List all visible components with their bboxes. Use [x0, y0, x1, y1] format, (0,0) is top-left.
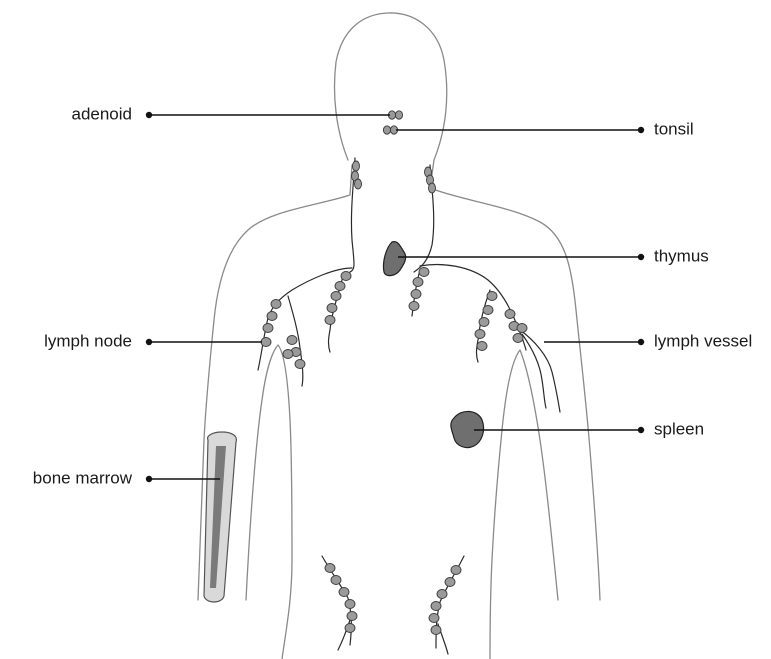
label-bone-marrow: bone marrow: [33, 468, 133, 487]
bone-marrow: [204, 432, 236, 602]
head-outline: [335, 13, 447, 188]
right-shoulder-outline: [430, 188, 600, 600]
lymph-vessels: [258, 158, 560, 654]
callout-lymph-node: lymph node: [44, 331, 262, 350]
left-arm-inner: [246, 345, 292, 659]
label-thymus: thymus: [654, 246, 709, 265]
callout-lymph-vessel: lymph vessel: [544, 331, 752, 350]
right-arm-inner: [490, 350, 558, 659]
callout-tonsil: tonsil: [396, 119, 694, 138]
label-adenoid: adenoid: [71, 104, 132, 123]
callout-thymus: thymus: [398, 246, 709, 265]
thymus-organ: [383, 242, 405, 276]
lymph-nodes: [261, 161, 527, 635]
callout-adenoid: adenoid: [71, 104, 390, 123]
label-lymph-node: lymph node: [44, 331, 132, 350]
callout-bone-marrow: bone marrow: [33, 468, 220, 487]
label-spleen: spleen: [654, 419, 704, 438]
body-outline: [198, 13, 600, 659]
label-lymph-vessel: lymph vessel: [654, 331, 752, 350]
label-tonsil: tonsil: [654, 119, 694, 138]
